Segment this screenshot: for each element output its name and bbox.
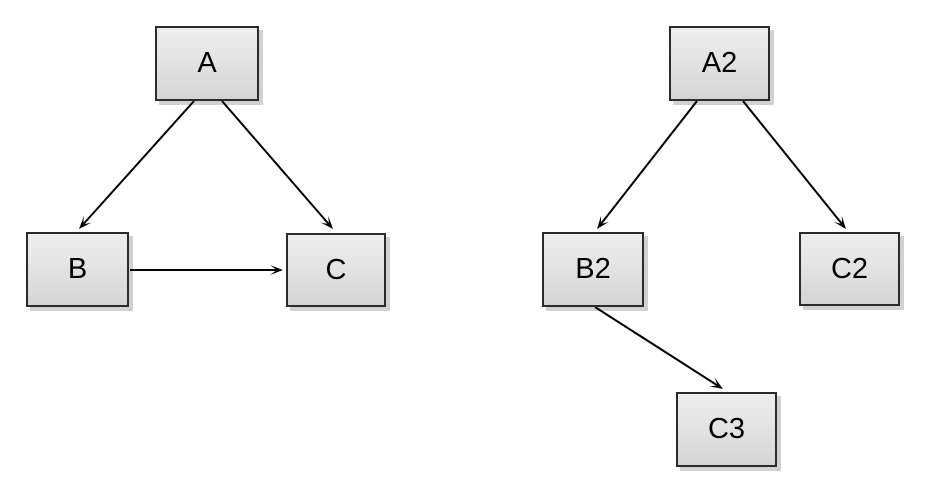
edge-line xyxy=(598,100,698,228)
edge-a2-to-c2 xyxy=(742,100,846,229)
edge-b2-to-c3 xyxy=(594,306,723,389)
edge-line xyxy=(221,100,332,228)
edge-a-to-c xyxy=(221,100,333,229)
node-label: A2 xyxy=(701,47,738,79)
arrowhead-icon xyxy=(709,377,723,389)
node-label: A xyxy=(197,47,217,79)
edge-line xyxy=(742,100,845,228)
node-c2[interactable]: C2 xyxy=(799,232,900,306)
arrowhead-icon xyxy=(320,215,333,229)
node-label: C2 xyxy=(830,252,869,285)
arrowhead-icon xyxy=(270,265,283,275)
node-label: C xyxy=(325,253,347,286)
edge-b-to-c xyxy=(130,265,283,275)
node-label: B2 xyxy=(575,253,611,285)
node-b2[interactable]: B2 xyxy=(542,232,644,307)
arrowhead-icon xyxy=(833,215,846,229)
edge-line xyxy=(594,306,722,389)
node-c3[interactable]: C3 xyxy=(676,392,777,467)
arrowhead-icon xyxy=(597,215,609,229)
edge-line xyxy=(80,100,195,228)
node-a[interactable]: A xyxy=(155,26,259,101)
node-label: B xyxy=(67,253,88,285)
node-c[interactable]: C xyxy=(286,233,386,307)
node-a2[interactable]: A2 xyxy=(669,26,770,101)
edge-a2-to-b2 xyxy=(597,100,698,229)
node-label: C3 xyxy=(707,413,746,445)
node-b[interactable]: B xyxy=(26,232,129,307)
edge-a-to-b xyxy=(79,100,195,229)
arrowhead-icon xyxy=(79,215,92,229)
